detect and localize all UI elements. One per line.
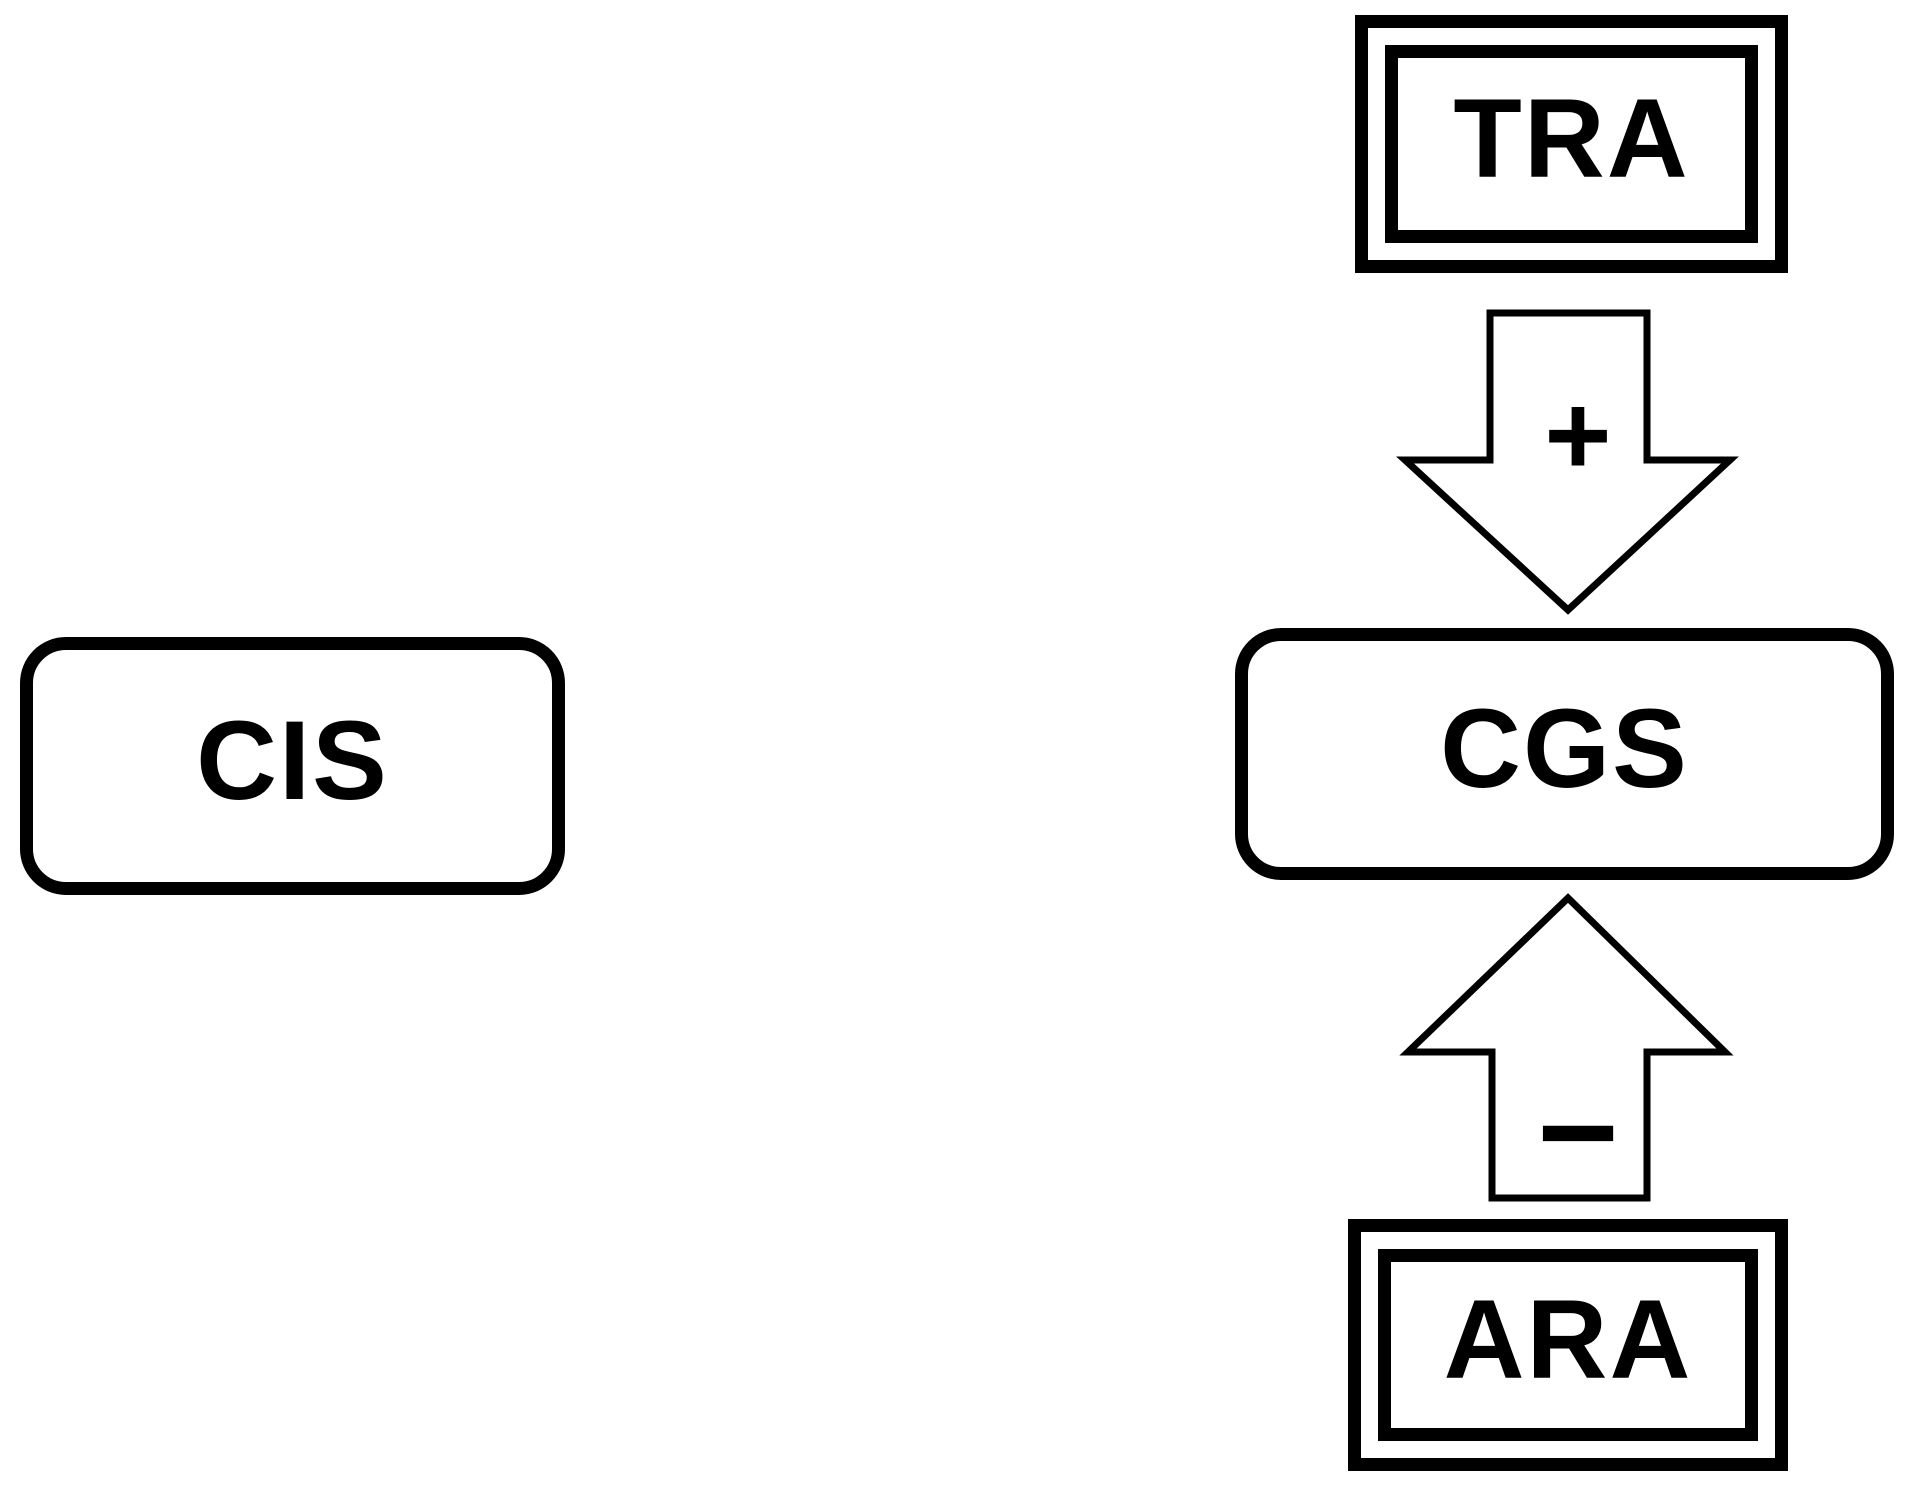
node-tra-inner-border: TRA bbox=[1385, 45, 1758, 243]
negative-effect-sign: − bbox=[1537, 1053, 1619, 1210]
node-tra-label: TRA bbox=[1453, 76, 1690, 201]
node-ara-inner-border: ARA bbox=[1378, 1249, 1758, 1441]
node-ara: ARA bbox=[1348, 1219, 1788, 1471]
positive-effect-sign: + bbox=[1544, 371, 1612, 500]
node-ara-label: ARA bbox=[1443, 1277, 1693, 1402]
up-block-arrow bbox=[1399, 893, 1734, 1202]
down-block-arrow bbox=[1396, 309, 1739, 615]
node-cis-label: CIS bbox=[196, 698, 389, 823]
node-cis: CIS bbox=[20, 637, 565, 895]
node-tra: TRA bbox=[1355, 15, 1788, 273]
node-cgs: CGS bbox=[1235, 628, 1894, 880]
node-cgs-label: CGS bbox=[1440, 686, 1689, 811]
